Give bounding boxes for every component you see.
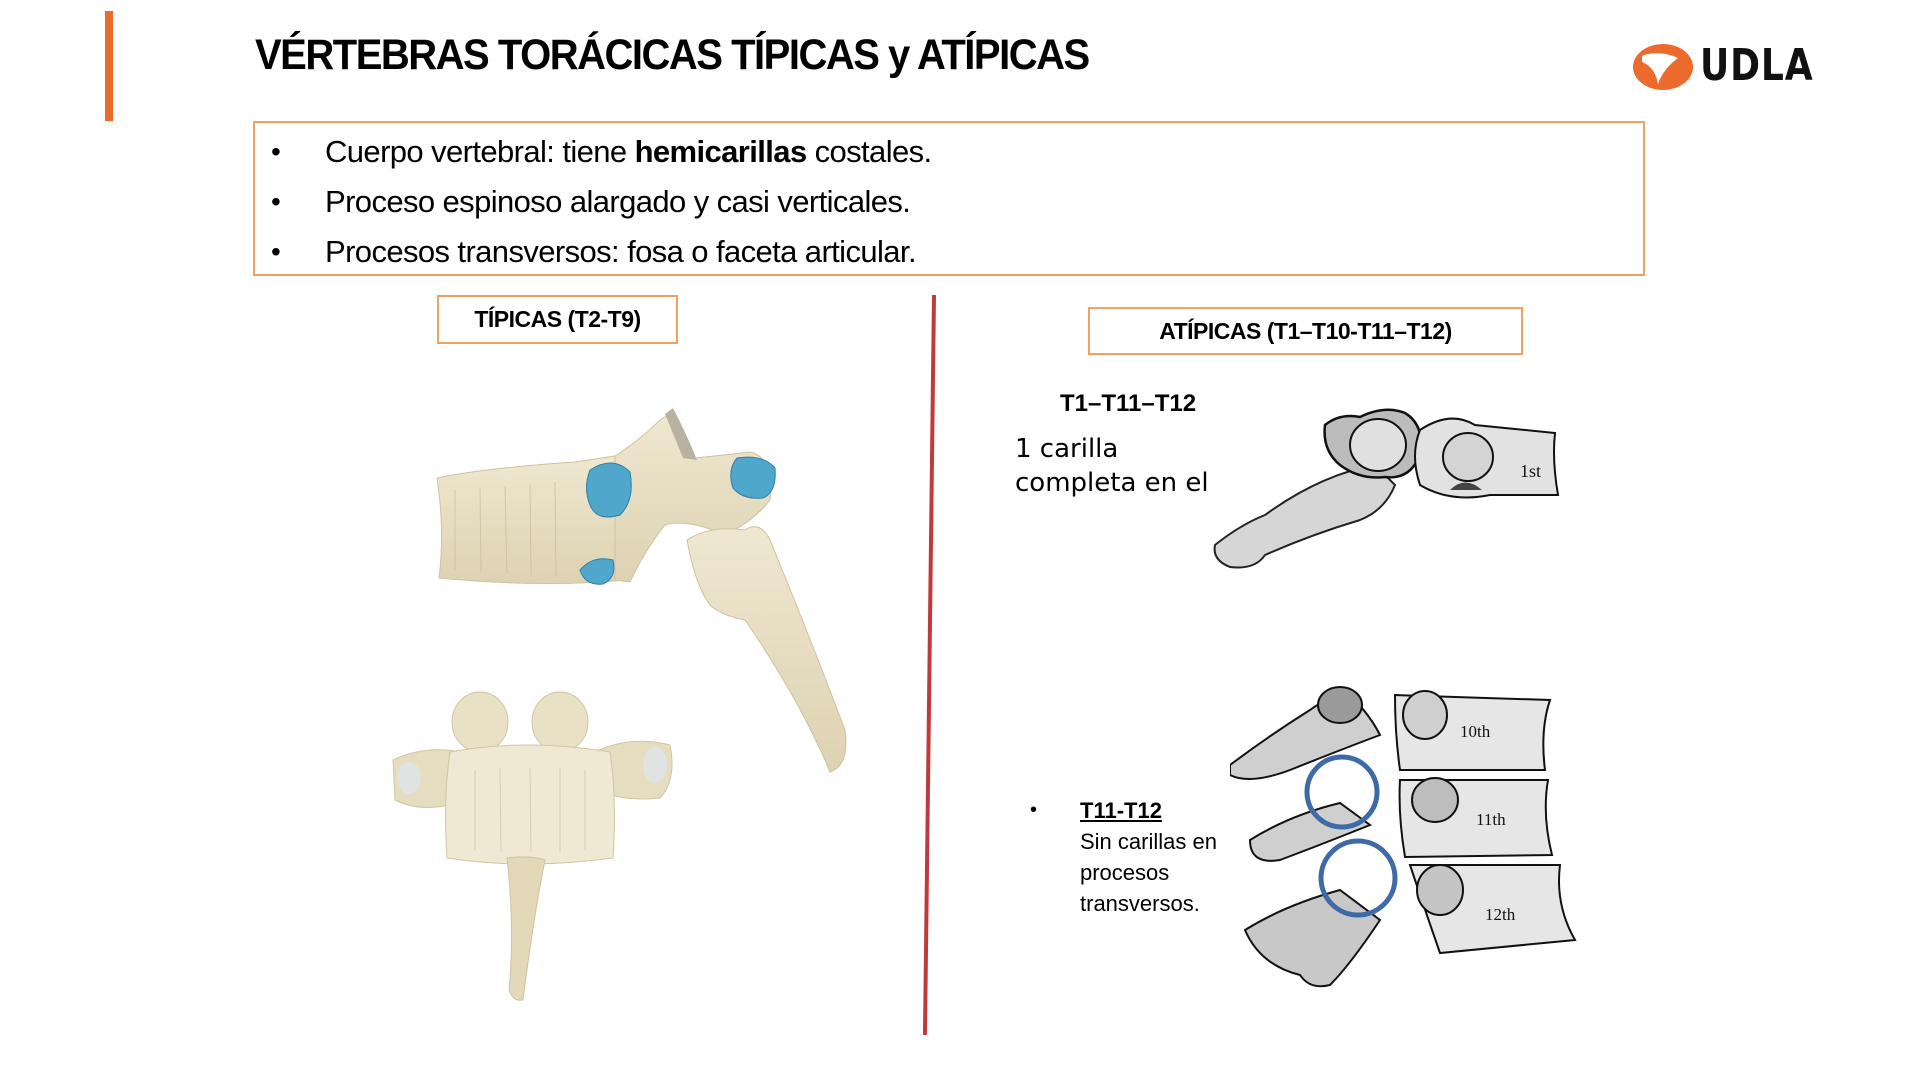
key-points-box: • Cuerpo vertebral: tiene hemicarillas c… (253, 121, 1645, 276)
t1-vertebra-sketch-image: 1st (1213, 408, 1560, 569)
thoracic-vertebra-lateral-image (436, 408, 847, 773)
udla-emblem-icon (1633, 44, 1693, 90)
bullet-text: Proceso espinoso alargado y casi vertica… (325, 184, 911, 219)
bullet-glyph: • (271, 136, 281, 167)
bullet-text: Procesos transversos: fosa o faceta arti… (325, 234, 917, 269)
vertebra-number-label: 12th (1485, 905, 1516, 924)
logo-text: UDLA (1700, 40, 1814, 91)
t1-section-heading: T1–T11–T12 (1060, 390, 1197, 417)
superior-costal-facet (586, 462, 632, 518)
panel-divider (922, 294, 936, 1035)
transverse-costal-facet (730, 456, 776, 499)
bullet-glyph: • (271, 236, 281, 267)
bullet-text: costales. (806, 134, 933, 169)
vertebra-number-label: 11th (1476, 810, 1506, 829)
udla-logo: UDLA (1632, 40, 1822, 92)
bullet-item: • Proceso espinoso alargado y casi verti… (271, 177, 911, 227)
bullet-glyph: • (1030, 799, 1038, 821)
thoracic-vertebra-anterior-image (392, 691, 673, 1001)
atypical-label-box: ATÍPICAS (T1–T10-T11–T12) (1088, 307, 1523, 355)
bullet-item: • Procesos transversos: fosa o faceta ar… (271, 227, 917, 277)
t10-t12-vertebrae-sketch-image: 10th 11th 12th (1230, 686, 1577, 988)
t11-t12-line: transversos. (1080, 891, 1200, 916)
inferior-costal-facet (579, 558, 615, 585)
t1-description-line-2: completa en el (1015, 468, 1209, 498)
t11-t12-line: procesos (1080, 860, 1170, 885)
highlight-circle (1318, 838, 1398, 918)
vertebra-number-label: 1st (1520, 461, 1541, 481)
bullet-item: • Cuerpo vertebral: tiene hemicarillas c… (271, 127, 932, 177)
typical-label-box: TÍPICAS (T2-T9) (437, 295, 678, 344)
bullet-glyph: • (271, 186, 281, 217)
bullet-text: Cuerpo vertebral: tiene (325, 134, 635, 169)
highlight-circle (1304, 754, 1380, 830)
t1-description-line-1: 1 carilla (1015, 434, 1119, 464)
page-title: VÉRTEBRAS TORÁCICAS TÍPICAS y ATÍPICAS (255, 31, 1090, 79)
vertebra-number-label: 10th (1460, 722, 1491, 741)
accent-bar (105, 11, 113, 121)
t11-t12-heading: T11-T12 (1080, 798, 1162, 823)
bullet-bold-term: hemicarillas (634, 134, 808, 169)
t11-t12-line: Sin carillas en (1080, 829, 1217, 854)
